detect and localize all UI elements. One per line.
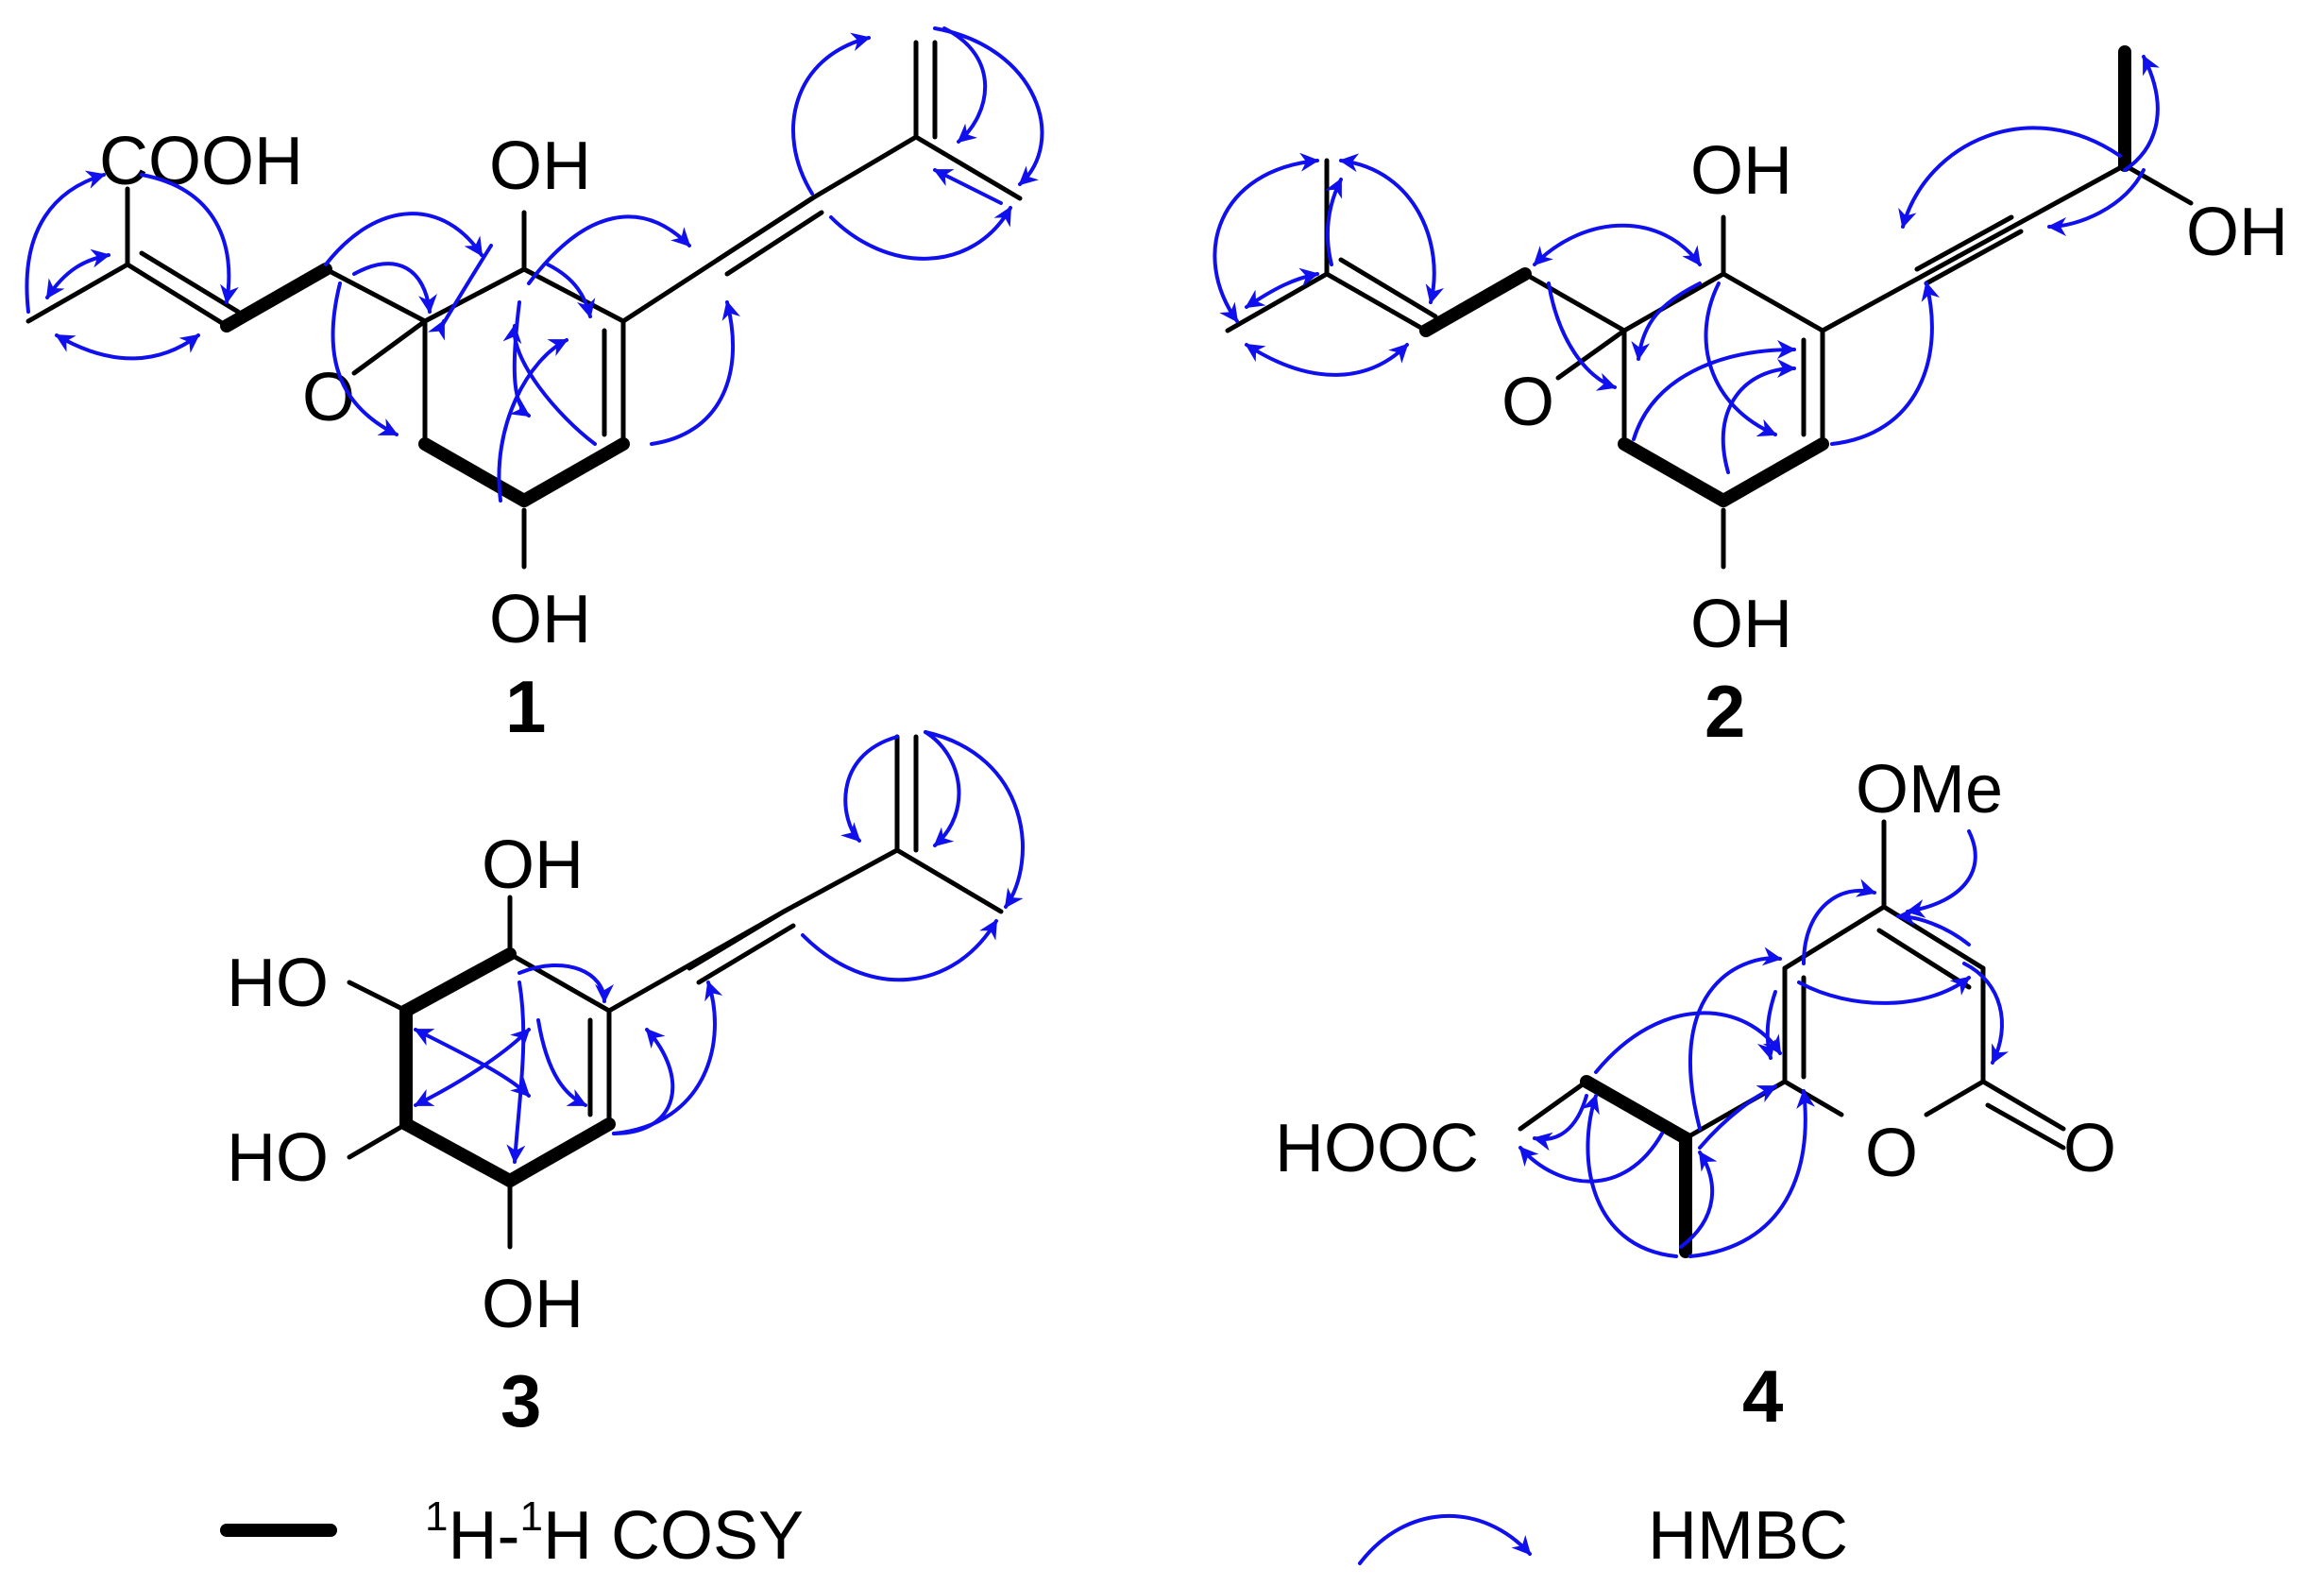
compound-3-bonds — [347, 734, 1004, 1250]
compound-1-bonds — [25, 40, 1023, 570]
compound-2: OH O OH OH 2 — [1213, 45, 2288, 753]
compound-3-cosy-bonds — [399, 947, 616, 1187]
legend-hmbc: HMBC — [1358, 1498, 1848, 1574]
label-oh-bottom: OH — [482, 1267, 584, 1342]
label-oh-right: OH — [2186, 195, 2288, 270]
compound-3: OH HO HO OH 3 — [227, 730, 1025, 1442]
compound-1: COOH OH O OH 1 — [25, 26, 1044, 748]
compound-number: 3 — [500, 1359, 541, 1442]
label-oh-bottom: OH — [1690, 587, 1792, 662]
compound-4-bonds — [1518, 819, 2066, 1151]
label-hooc: HOOC — [1275, 1111, 1479, 1186]
compound-4: OMe HOOC O O 4 — [1275, 752, 2116, 1438]
legend-cosy: 1H-1H COSY — [220, 1493, 804, 1574]
legend: 1H-1H COSY HMBC — [220, 1493, 1848, 1574]
compound-1-hmbc-arrows — [25, 26, 1044, 503]
compound-1-cosy-bonds — [220, 263, 630, 507]
label-o-ring: O — [1865, 1116, 1918, 1191]
compound-number: 1 — [505, 665, 546, 748]
label-ome: OMe — [1856, 752, 2003, 827]
compound-4-cosy-bonds — [1580, 1075, 1692, 1258]
cosy-legend-label: 1H-1H COSY — [425, 1493, 804, 1574]
label-cooh: COOH — [99, 124, 303, 199]
label-oh-top: OH — [482, 827, 584, 903]
label-ho-upper: HO — [227, 946, 329, 1021]
label-oh-bottom: OH — [489, 582, 591, 657]
label-oh-top: OH — [1690, 133, 1792, 209]
label-o-epoxide: O — [1501, 365, 1554, 440]
compound-2-hmbc-arrows — [1213, 55, 2160, 474]
hmbc-legend-label: HMBC — [1648, 1498, 1848, 1574]
compound-number: 4 — [1742, 1355, 1783, 1438]
label-oh-top: OH — [489, 128, 591, 204]
label-o-carbonyl: O — [2063, 1111, 2116, 1186]
compound-number: 2 — [1705, 670, 1745, 753]
compound-4-hmbc-arrows — [1518, 829, 2009, 1258]
label-o-epoxide: O — [302, 360, 355, 435]
hmbc-legend-arrow — [1358, 1514, 1532, 1565]
compound-2-cosy-bonds — [1419, 45, 2131, 507]
label-ho-lower: HO — [227, 1120, 329, 1196]
compound-3-hmbc-arrows — [414, 730, 1025, 1164]
